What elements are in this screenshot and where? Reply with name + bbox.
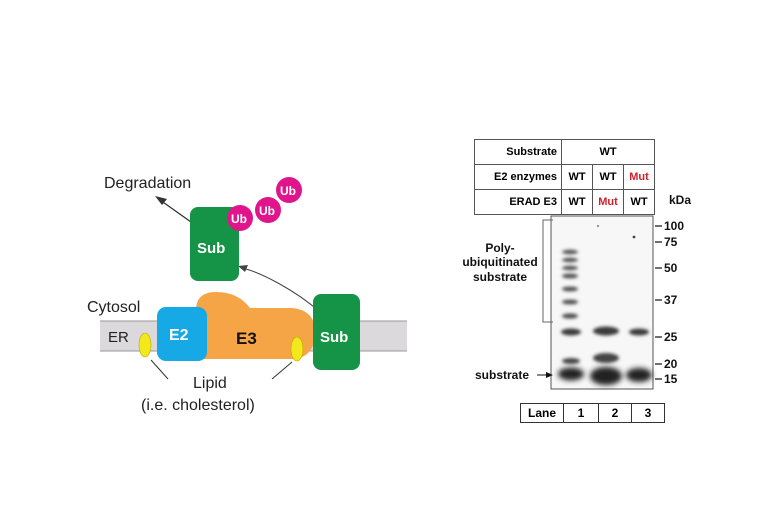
ub-1 bbox=[227, 205, 253, 231]
retrotranslocation-arrow bbox=[241, 267, 321, 313]
sub-top-label: Sub bbox=[197, 240, 225, 257]
band-25kda bbox=[561, 326, 649, 336]
degradation-label: Degradation bbox=[104, 175, 191, 192]
condition-table: Substrate WT E2 enzymes WT WT Mut ERAD E… bbox=[474, 139, 655, 215]
blot-speck bbox=[597, 225, 599, 227]
blot-speck bbox=[632, 235, 636, 239]
sub-membrane bbox=[313, 294, 360, 370]
cytosol-label: Cytosol bbox=[87, 299, 140, 316]
e3-row-label: ERAD E3 bbox=[474, 189, 562, 215]
lipid-left bbox=[138, 332, 152, 358]
lipid-right bbox=[290, 336, 304, 362]
ub-label-3: Ub bbox=[280, 184, 296, 198]
e2-row: E2 enzymes WT WT Mut bbox=[474, 164, 655, 190]
e3-ligase bbox=[196, 292, 315, 359]
sub-membrane-label: Sub bbox=[320, 329, 348, 346]
marker-25: 25 bbox=[664, 330, 678, 344]
substrate-row: Substrate WT bbox=[474, 139, 655, 165]
lane-1: 1 bbox=[563, 403, 599, 423]
lane-3: 3 bbox=[631, 403, 665, 423]
substrate-row-label: Substrate bbox=[474, 139, 562, 165]
ub-label-1: Ub bbox=[231, 212, 247, 226]
degradation-arrowhead bbox=[155, 196, 167, 205]
e2-lane2: WT bbox=[592, 164, 624, 190]
band-20kda bbox=[562, 353, 619, 364]
lipid-pointer-left bbox=[150, 359, 169, 380]
substrate-value: WT bbox=[561, 139, 655, 165]
e2-label: E2 bbox=[169, 327, 189, 344]
lane-table: Lane 1 2 3 bbox=[520, 403, 665, 423]
erad-schematic: Cytosol ER Degradation E3 E2 Sub Lipid (… bbox=[87, 175, 407, 414]
e3-label: E3 bbox=[236, 329, 257, 348]
poly-ub-ladder bbox=[562, 249, 578, 319]
ub-3 bbox=[276, 177, 302, 203]
er-label: ER bbox=[108, 329, 129, 346]
lane-row: Lane 1 2 3 bbox=[520, 403, 665, 423]
lane-2: 2 bbox=[598, 403, 632, 423]
poly-ub-bracket bbox=[542, 219, 553, 323]
marker-75: 75 bbox=[664, 235, 678, 249]
marker-20: 20 bbox=[664, 357, 678, 371]
lipid-label: Lipid bbox=[193, 375, 227, 392]
marker-100: 100 bbox=[664, 219, 684, 233]
marker-50: 50 bbox=[664, 261, 678, 275]
ub-2 bbox=[255, 197, 281, 223]
poly-ub-label-line1: Poly- bbox=[485, 241, 514, 255]
e3-lane2: Mut bbox=[592, 189, 624, 215]
marker-ticks bbox=[655, 225, 662, 380]
marker-15: 15 bbox=[664, 372, 678, 386]
e3-row: ERAD E3 WT Mut WT bbox=[474, 189, 655, 215]
western-blot: Poly- ubiquitinated substrate substrate … bbox=[462, 193, 691, 390]
e2-lane1: WT bbox=[561, 164, 593, 190]
lane-label: Lane bbox=[520, 403, 564, 423]
substrate-band-label: substrate bbox=[475, 368, 529, 382]
marker-37: 37 bbox=[664, 293, 678, 307]
e3-lane3: WT bbox=[623, 189, 655, 215]
lipid-pointer-right bbox=[271, 361, 293, 380]
band-substrate bbox=[558, 367, 652, 385]
e2-enzyme bbox=[157, 307, 207, 361]
degradation-arrow bbox=[159, 199, 192, 223]
e2-row-label: E2 enzymes bbox=[474, 164, 562, 190]
poly-ub-label-line2: ubiquitinated bbox=[462, 255, 537, 269]
sub-ubiquitinated bbox=[190, 207, 239, 281]
kda-label: kDa bbox=[669, 193, 691, 207]
poly-ub-label-line3: substrate bbox=[473, 270, 527, 284]
e2-lane3: Mut bbox=[623, 164, 655, 190]
ub-label-2: Ub bbox=[259, 204, 275, 218]
lipid-example-label: (i.e. cholesterol) bbox=[141, 397, 255, 414]
